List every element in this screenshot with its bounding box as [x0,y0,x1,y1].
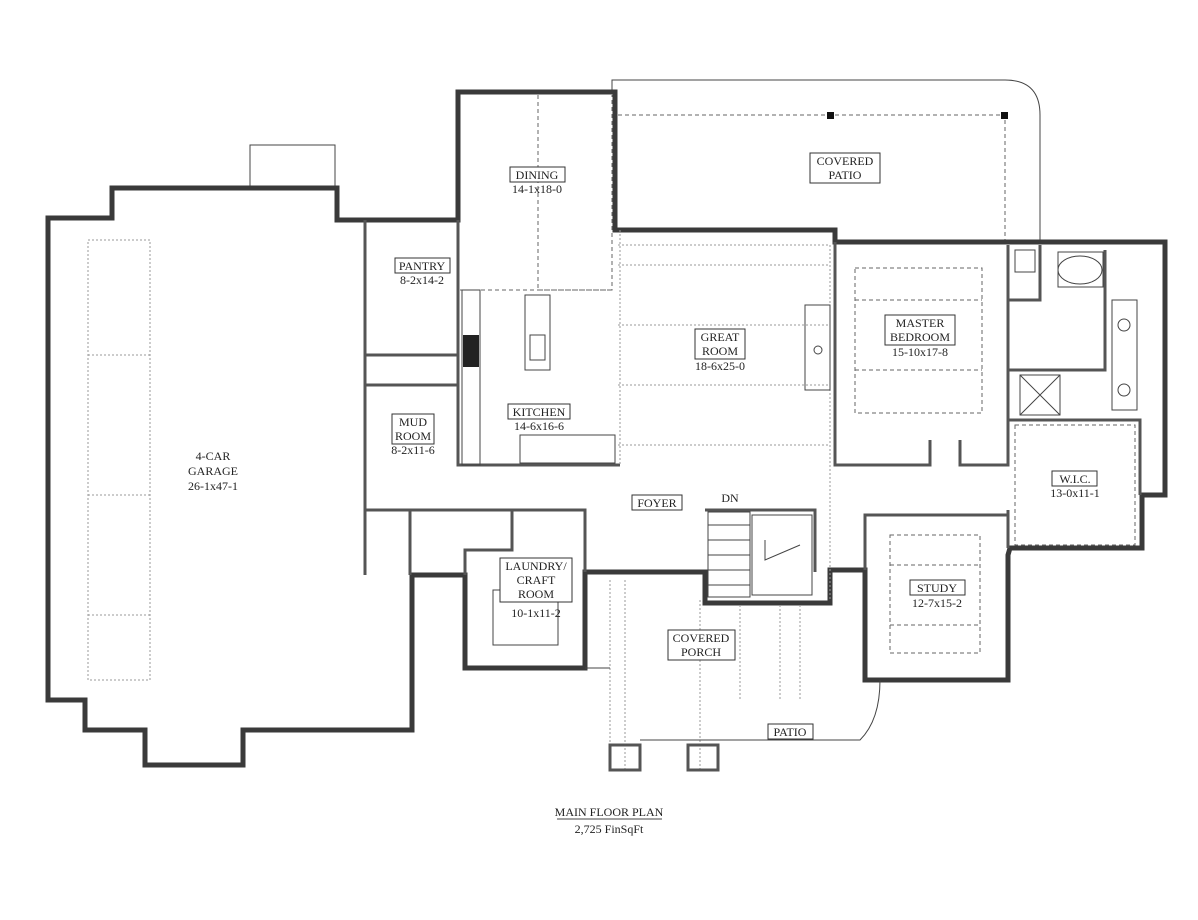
label-garage: 4-CAR GARAGE 26-1x47-1 [188,449,238,493]
ceiling-lines [87,95,1136,770]
label-study: STUDY 12-7x15-2 [909,579,966,610]
plan-title-block: MAIN FLOOR PLAN 2,725 FinSqFt [555,805,664,836]
room-name: PATIO [774,725,807,739]
stair-dn-label: DN [721,491,739,505]
room-name: ROOM [518,587,554,601]
room-name: PORCH [681,645,721,659]
room-name: BEDROOM [890,330,950,344]
room-name: LAUNDRY/ [505,559,567,573]
room-name: COVERED [673,631,730,645]
room-dims: 12-7x15-2 [912,596,962,610]
room-dims: 13-0x11-1 [1050,486,1100,500]
room-dims: 8-2x11-6 [391,443,435,457]
label-foyer: FOYER [631,494,683,511]
label-porch: COVERED PORCH [667,629,736,661]
room-name: CRAFT [517,573,556,587]
room-name: MUD [399,415,427,429]
room-dims: 18-6x25-0 [695,359,745,373]
garage-bump [249,144,336,189]
room-name: W.I.C. [1059,472,1090,486]
interior-walls [363,220,1142,575]
room-dims: 15-10x17-8 [892,345,948,359]
room-name: FOYER [637,496,676,510]
room-dims: 14-6x16-6 [514,419,564,433]
room-dims: 26-1x47-1 [188,479,238,493]
room-name: COVERED [817,154,874,168]
label-pantry: PANTRY 8-2x14-2 [394,257,451,287]
master-bath-fixtures [1014,249,1138,416]
post [1001,112,1008,119]
room-name: ROOM [702,344,738,358]
porch-column [686,743,720,772]
room-name: PATIO [829,168,862,182]
plan-subtitle: 2,725 FinSqFt [575,822,644,836]
room-name: KITCHEN [513,405,566,419]
label-patio: PATIO [767,723,814,740]
room-name: GREAT [701,330,740,344]
label-master: MASTER BEDROOM 15-10x17-8 [884,314,956,359]
label-covered-patio: COVERED PATIO [809,152,881,184]
post [827,112,834,119]
label-mud: MUD ROOM 8-2x11-6 [391,413,435,457]
exterior-walls [45,89,1168,768]
porch-column [608,743,642,772]
label-wic: W.I.C. 13-0x11-1 [1050,470,1100,500]
room-name: DINING [516,168,559,182]
stairs [707,511,813,598]
label-great-room: GREAT ROOM 18-6x25-0 [694,328,746,373]
label-dining: DINING 14-1x18-0 [509,166,566,196]
label-kitchen: KITCHEN 14-6x16-6 [507,403,571,433]
room-dims: 10-1x11-2 [511,606,561,620]
room-name: 4-CAR [196,449,231,463]
plan-title: MAIN FLOOR PLAN [555,805,664,819]
covered-patio-outline [611,79,1041,242]
room-name: STUDY [917,581,957,595]
label-laundry: LAUNDRY/ CRAFT ROOM 10-1x11-2 [499,557,573,620]
room-name: ROOM [395,429,431,443]
room-name: MASTER [896,316,945,330]
room-name: GARAGE [188,464,238,478]
cooktop [463,335,479,367]
room-dims: 8-2x14-2 [400,273,444,287]
kitchen-fixtures [461,289,831,466]
room-dims: 14-1x18-0 [512,182,562,196]
room-name: PANTRY [399,259,446,273]
